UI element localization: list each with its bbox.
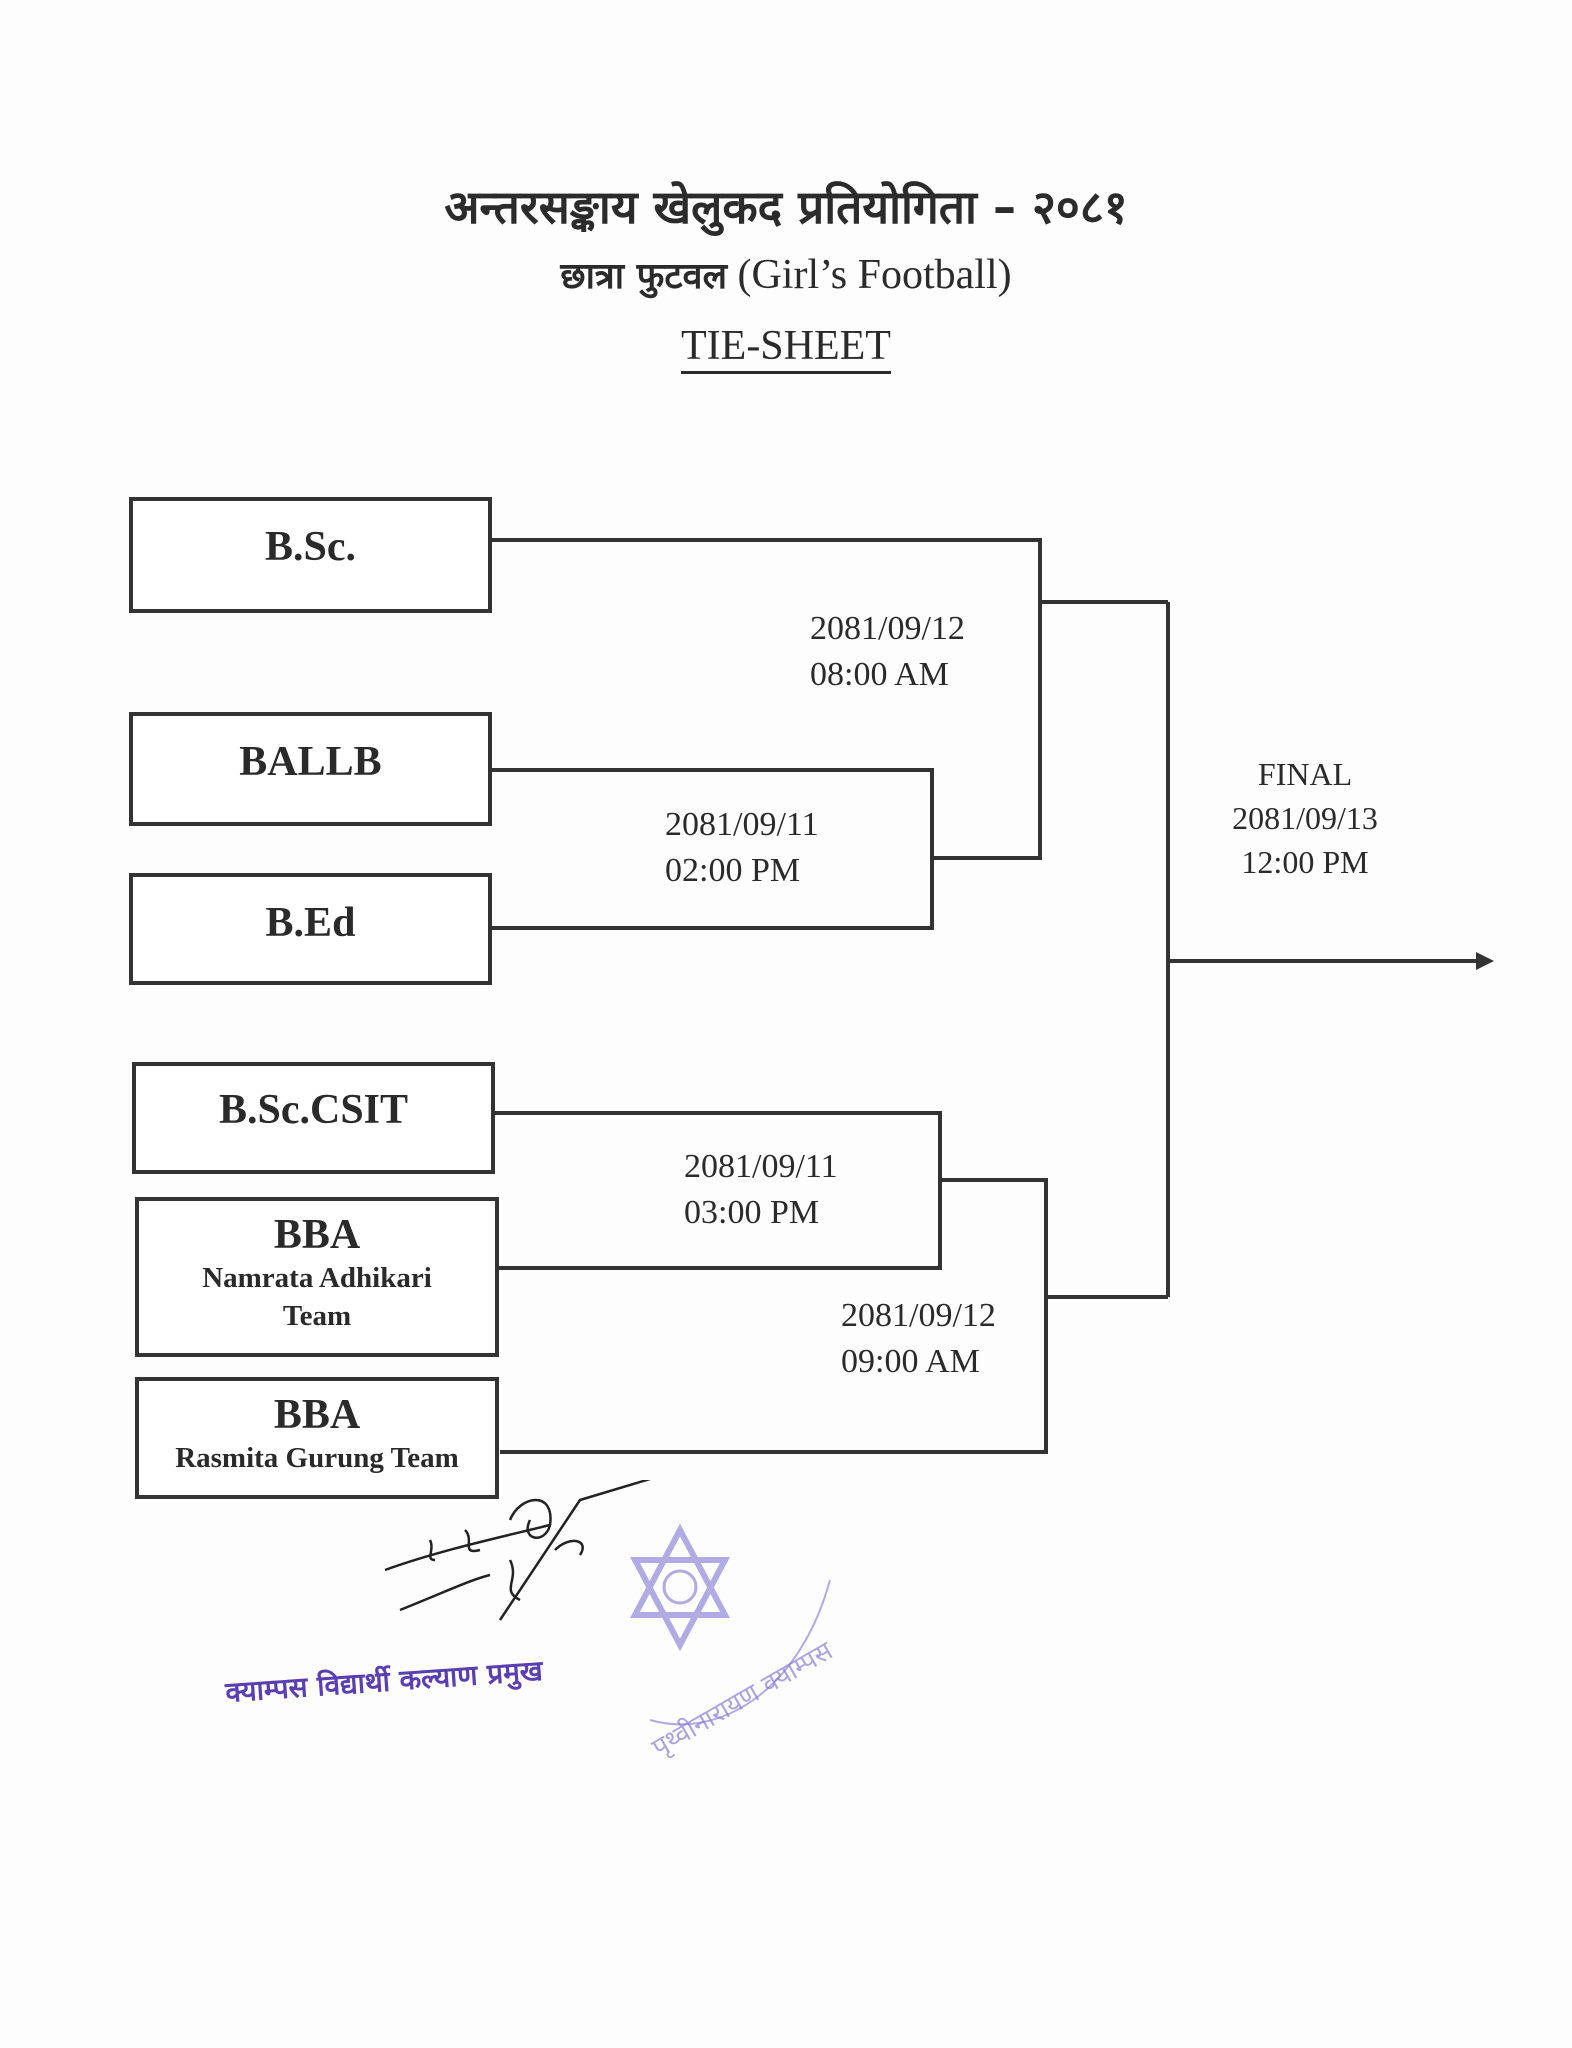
arrow-right-icon bbox=[1476, 952, 1494, 970]
signature bbox=[384, 1480, 652, 1621]
line-m2 bbox=[494, 1111, 942, 1270]
official-seal-icon bbox=[630, 1523, 831, 1726]
page-title: अन्तरसङ्काय खेलुकद प्रतियोगिता – २०८१ bbox=[444, 180, 1128, 234]
line-m1 bbox=[490, 768, 934, 930]
team-box: BBA Namrata Adhikari Team bbox=[135, 1197, 499, 1357]
subtitle-nepali: छात्रा फुटवल bbox=[560, 256, 727, 297]
team-box: B.Ed bbox=[129, 873, 492, 985]
team-box: B.Sc.CSIT bbox=[132, 1062, 495, 1174]
line-bsc bbox=[490, 538, 1168, 604]
line-m2-out bbox=[940, 1178, 1168, 1299]
sheet-label: TIE-SHEET bbox=[0, 322, 1572, 374]
team-box: BBA Rasmita Gurung Team bbox=[135, 1377, 499, 1499]
page-subtitle: छात्रा फुटवल (Girl’s Football) bbox=[0, 250, 1572, 299]
line-bba2 bbox=[500, 1297, 1048, 1454]
team-box: BALLB bbox=[129, 712, 492, 826]
team-box: B.Sc. bbox=[129, 497, 492, 613]
line-m1-out bbox=[932, 602, 1042, 860]
subtitle-english: (Girl’s Football) bbox=[737, 252, 1012, 298]
